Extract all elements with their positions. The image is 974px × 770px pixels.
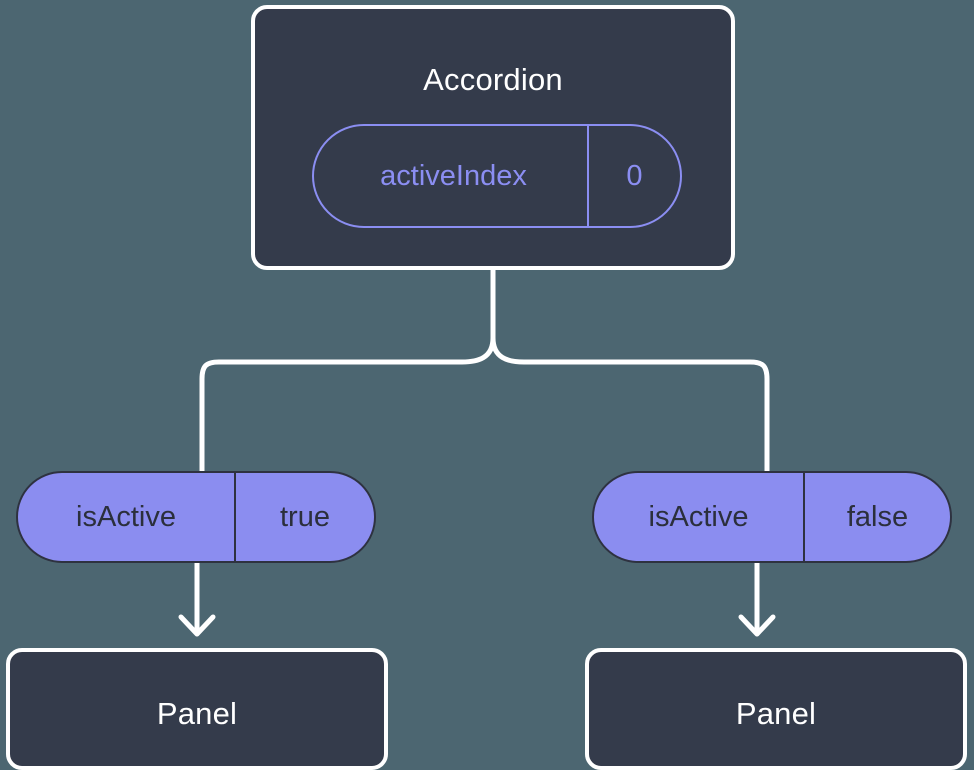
connector-fork: [199, 337, 496, 471]
node-accordion-title: Accordion: [423, 62, 563, 97]
prop-pill-value: true: [280, 500, 330, 533]
arrow-left-head-icon: [178, 614, 216, 637]
node-panel-right-title: Panel: [735, 696, 817, 731]
node-accordion[interactable]: Accordion activeIndex 0: [251, 5, 735, 270]
node-panel-left-title: Panel: [156, 696, 238, 731]
state-pill-key: activeIndex: [314, 126, 589, 226]
prop-pill-is-active-false[interactable]: isActive false: [592, 471, 952, 563]
prop-pill-value: false: [846, 500, 909, 533]
arrow-right-head-icon: [738, 614, 776, 637]
connector-fork-right: [490, 337, 770, 471]
state-pill-active-index[interactable]: activeIndex 0: [312, 124, 682, 228]
prop-pill-is-active-true[interactable]: isActive true: [16, 471, 376, 563]
prop-pill-key: isActive: [18, 473, 236, 561]
node-panel-left[interactable]: Panel: [6, 648, 388, 770]
prop-pill-key: isActive: [594, 473, 805, 561]
state-pill-value: 0: [626, 159, 643, 192]
node-panel-right[interactable]: Panel: [585, 648, 967, 770]
